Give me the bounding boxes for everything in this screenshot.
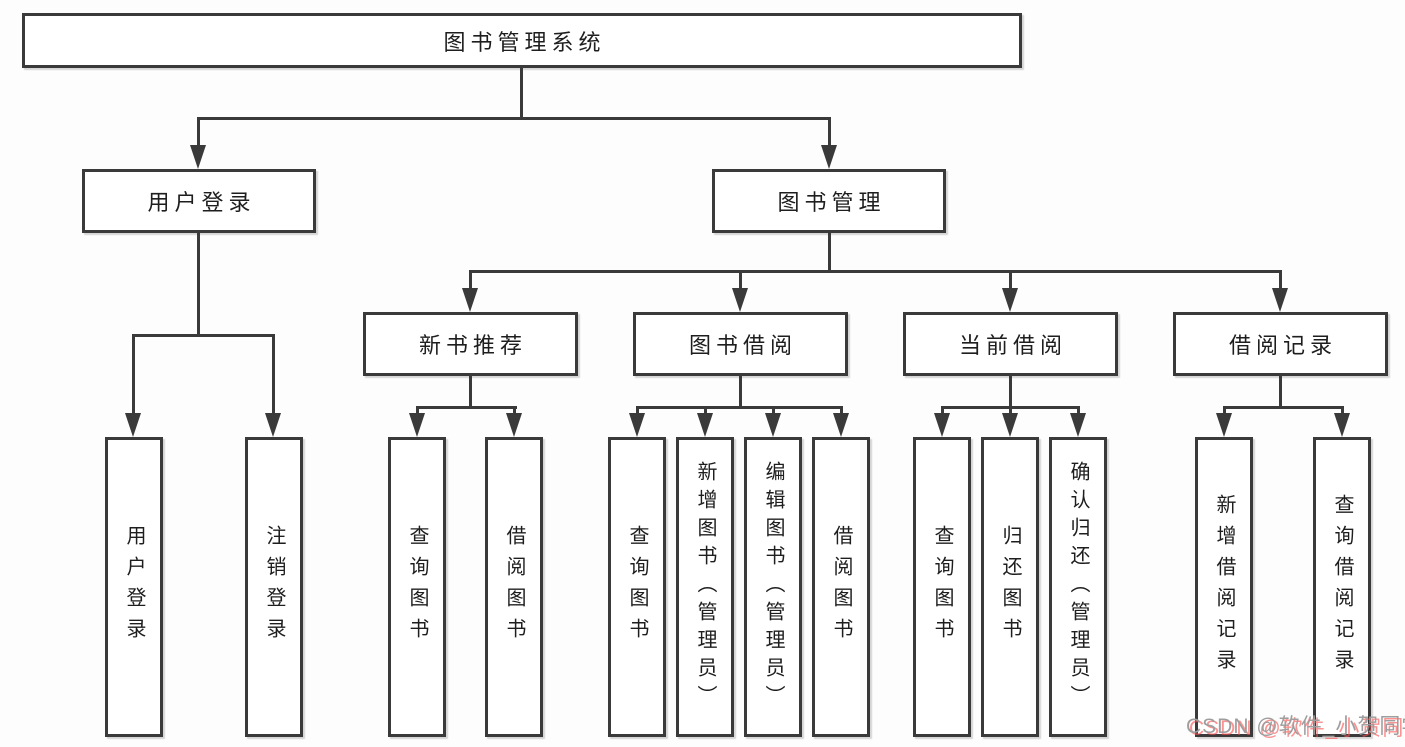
connector-line xyxy=(272,334,275,413)
connector-line xyxy=(1009,270,1012,288)
connector-line xyxy=(1009,406,1012,415)
leaf-label: 借阅图书 xyxy=(830,525,852,649)
connector-line xyxy=(772,406,775,415)
node-user-login: 用户登录 xyxy=(82,169,316,233)
connector-line xyxy=(197,117,200,145)
leaf-records-add-record: 新增借阅记录 xyxy=(1195,437,1253,737)
connector-line xyxy=(1223,406,1344,409)
connector-line xyxy=(828,117,831,145)
node-library-system: 图书管理系统 xyxy=(22,13,1022,68)
connector-line xyxy=(1341,406,1344,415)
arrow-down-icon xyxy=(1002,288,1018,312)
node-borrowing-records: 借阅记录 xyxy=(1173,312,1388,376)
node-label: 图书借阅 xyxy=(688,333,797,358)
arrow-down-icon xyxy=(765,413,781,437)
leaf-current-return-books: 归还图书 xyxy=(981,437,1039,737)
connector-line xyxy=(520,66,523,118)
leaf-borrow-borrow-books: 借阅图书 xyxy=(812,437,870,737)
arrow-down-icon xyxy=(732,288,748,312)
leaf-newrec-borrow-books: 借阅图书 xyxy=(485,437,543,737)
csdn-watermark: CSDN @软件_小贺同学 xyxy=(1186,715,1405,738)
connector-line xyxy=(469,270,1282,273)
leaf-newrec-query-books: 查询图书 xyxy=(388,437,446,737)
connector-line xyxy=(132,334,135,413)
connector-line xyxy=(840,406,843,415)
connector-line xyxy=(739,270,742,288)
leaf-user-login: 用户登录 xyxy=(105,437,163,737)
connector-line xyxy=(704,406,707,415)
connector-line xyxy=(828,233,831,273)
connector-line xyxy=(197,233,200,336)
arrow-down-icon xyxy=(190,145,206,169)
leaf-label: 注销登录 xyxy=(263,525,285,649)
arrow-down-icon xyxy=(833,413,849,437)
node-new-book-recommend: 新书推荐 xyxy=(363,312,578,376)
connector-line xyxy=(739,376,742,409)
connector-line xyxy=(636,406,843,409)
leaf-label: 用户登录 xyxy=(123,525,145,649)
leaf-label: 查询图书 xyxy=(406,525,428,649)
connector-line xyxy=(469,270,472,288)
node-label: 图书管理 xyxy=(777,190,886,215)
leaf-label: 新增图书（管理员） xyxy=(694,461,716,713)
arrow-down-icon xyxy=(125,413,141,437)
node-label: 用户登录 xyxy=(147,190,256,215)
leaf-label: 归还图书 xyxy=(999,525,1021,649)
arrow-down-icon xyxy=(1070,413,1086,437)
leaf-label: 新增借阅记录 xyxy=(1213,494,1235,680)
leaf-current-query-books: 查询图书 xyxy=(913,437,971,737)
connector-line xyxy=(416,406,419,415)
arrow-down-icon xyxy=(697,413,713,437)
arrow-down-icon xyxy=(462,288,478,312)
leaf-label: 查询图书 xyxy=(931,525,953,649)
connector-line xyxy=(636,406,639,415)
leaf-records-query-record: 查询借阅记录 xyxy=(1313,437,1371,737)
leaf-label: 确认归还（管理员） xyxy=(1067,461,1089,713)
arrow-down-icon xyxy=(934,413,950,437)
connector-line xyxy=(416,406,517,409)
arrow-down-icon xyxy=(409,413,425,437)
leaf-label: 查询图书 xyxy=(626,525,648,649)
connector-line xyxy=(197,117,831,120)
connector-line xyxy=(1009,376,1012,409)
connector-line xyxy=(513,406,516,415)
node-book-borrowing: 图书借阅 xyxy=(633,312,848,376)
arrow-down-icon xyxy=(1216,413,1232,437)
arrow-down-icon xyxy=(629,413,645,437)
arrow-down-icon xyxy=(265,413,281,437)
arrow-down-icon xyxy=(1272,288,1288,312)
node-current-borrowing: 当前借阅 xyxy=(903,312,1118,376)
connector-line xyxy=(1223,406,1226,415)
node-label: 借阅记录 xyxy=(1228,333,1337,358)
connector-line xyxy=(1077,406,1080,415)
leaf-borrow-query-books: 查询图书 xyxy=(608,437,666,737)
leaf-current-confirm-return-admin: 确认归还（管理员） xyxy=(1049,437,1107,737)
arrow-down-icon xyxy=(1002,413,1018,437)
leaf-label: 编辑图书（管理员） xyxy=(762,461,784,713)
connector-line xyxy=(469,376,472,409)
arrow-down-icon xyxy=(821,145,837,169)
leaf-borrow-edit-books-admin: 编辑图书（管理员） xyxy=(744,437,802,737)
node-book-management: 图书管理 xyxy=(712,169,946,233)
arrow-down-icon xyxy=(506,413,522,437)
node-label: 新书推荐 xyxy=(418,333,527,358)
leaf-logout-login: 注销登录 xyxy=(245,437,303,737)
connector-line xyxy=(1279,376,1282,409)
connector-line xyxy=(1279,270,1282,288)
node-label: 图书管理系统 xyxy=(443,29,606,55)
connector-line xyxy=(132,334,275,337)
arrow-down-icon xyxy=(1334,413,1350,437)
leaf-label: 查询借阅记录 xyxy=(1331,494,1353,680)
connector-line xyxy=(941,406,944,415)
node-label: 当前借阅 xyxy=(958,333,1067,358)
leaf-label: 借阅图书 xyxy=(503,525,525,649)
leaf-borrow-add-books-admin: 新增图书（管理员） xyxy=(676,437,734,737)
